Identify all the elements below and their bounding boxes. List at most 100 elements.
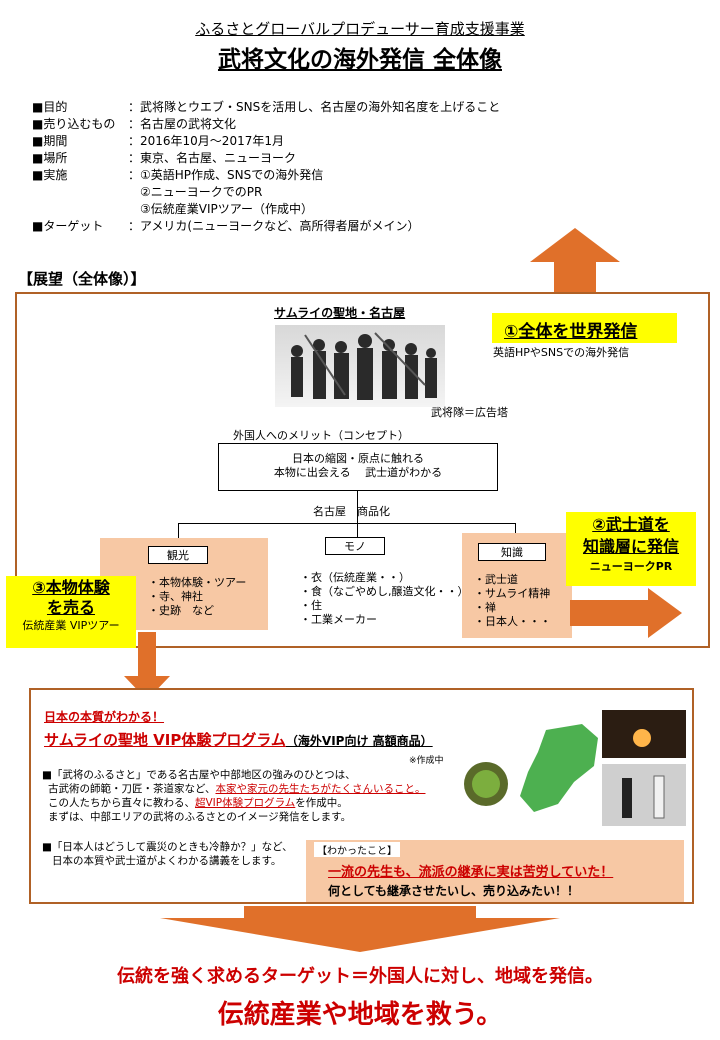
highlight-text: 超VIP体験プログラム: [195, 797, 296, 809]
info-row: ■目的 ：武将隊とウエブ・SNSを活用し、名古屋の海外知名度を上げること: [32, 99, 500, 116]
callout-title: を売る: [46, 598, 95, 617]
info-row: ②ニューヨークでのPR: [32, 184, 500, 201]
info-value: ：①英語HP作成、SNSでの海外発信: [128, 168, 324, 182]
info-value: ②ニューヨークでのPR: [128, 185, 263, 199]
page-subtitle: ふるさとグローバルプロデューサー育成支援事業: [195, 20, 525, 38]
conclusion-line-2: 伝統産業や地域を救う。: [217, 1000, 503, 1030]
info-row: ■売り込むもの ：名古屋の武将文化: [32, 116, 500, 133]
samurai-silhouette-icon: [291, 332, 437, 400]
up-arrow-icon: [530, 228, 620, 294]
callout-global-broadcast: ①全体を世界発信: [492, 313, 677, 343]
info-key: ■期間: [32, 134, 68, 148]
callout-title: ②武士道を: [592, 515, 670, 534]
info-value: ：2016年10月～2017年1月: [128, 134, 284, 148]
concept-box: 日本の縮図・原点に触れる 本物に出会える 武士道がわかる: [218, 443, 498, 491]
program-title: サムライの聖地 VIP体験プログラム（海外VIP向け 高額商品）: [44, 729, 433, 750]
paragraph-line: まずは、中部エリアの武将のふるさとのイメージ発信をします。: [48, 811, 352, 823]
callout-subtext: ニューヨークPR: [589, 560, 673, 573]
info-row: ■実施 ：①英語HP作成、SNSでの海外発信: [32, 167, 500, 184]
callout-bushido: ②武士道を 知識層に発信 ニューヨークPR: [566, 512, 696, 586]
list-item: ・本物体験・ツアー: [148, 576, 247, 589]
paragraph-text: この人たちから直々に教わる、: [48, 797, 195, 809]
vision-heading: 【展望（全体像）】: [18, 270, 146, 288]
info-value: ③伝統産業VIPツアー（作成中）: [128, 202, 314, 216]
connector-line: [515, 523, 516, 541]
info-key: ■売り込むもの: [32, 117, 116, 131]
category-list: ・本物体験・ツアー ・寺、神社 ・史跡 など: [148, 576, 246, 618]
paragraph-line: ■「日本人はどうして震災のときも冷静か？」など、: [42, 841, 293, 853]
category-list: ・武士道 ・サムライ精神 ・禅 ・日本人・・・: [474, 573, 551, 629]
info-row: ■ターゲット ：アメリカ(ニューヨークなど、高所得者層がメイン）: [32, 218, 500, 235]
callout-title: ①全体を世界発信: [504, 322, 638, 342]
page-title: 武将文化の海外発信 全体像: [217, 47, 502, 73]
callout-subtext: 伝統産業 VIPツアー: [22, 619, 120, 632]
info-row: ③伝統産業VIPツアー（作成中）: [32, 201, 500, 218]
callout-title: 知識層に発信: [582, 537, 679, 556]
findings-label: 【わかったこと】: [314, 842, 400, 857]
info-key: ■実施: [32, 168, 68, 182]
info-value: ：東京、名古屋、ニューヨーク: [128, 151, 297, 165]
list-item: ・衣（伝統産業・・）: [300, 571, 410, 584]
info-key: ■ターゲット: [32, 219, 104, 233]
info-row: ■場所 ：東京、名古屋、ニューヨーク: [32, 150, 500, 167]
ad-tower-label: 武将隊＝広告塔: [431, 406, 508, 419]
program-title-text: サムライの聖地 VIP体験プログラム: [44, 731, 286, 749]
category-label: 観光: [148, 546, 208, 564]
connector-line: [178, 523, 515, 524]
experience-photos: [464, 710, 686, 826]
right-arrow-icon: [570, 588, 682, 638]
info-key: ■場所: [32, 151, 68, 165]
holy-land-heading: サムライの聖地・名古屋: [274, 306, 406, 320]
program-paragraph-1: ■「武将のふるさと」である名古屋や中部地区の強みのひとつは、 古武術の師範・刀匠…: [42, 768, 425, 824]
connector-line: [357, 491, 358, 523]
list-item: ・禅: [474, 601, 496, 614]
info-key: [32, 201, 128, 218]
category-label: 知識: [478, 543, 546, 561]
concept-line: 日本の縮図・原点に触れる: [292, 452, 424, 465]
conclusion-line-1: 伝統を強く求めるターゲット＝外国人に対し、地域を発信。: [117, 966, 603, 987]
chubu-map-icon: [520, 724, 598, 812]
info-value: ：武将隊とウエブ・SNSを活用し、名古屋の海外知名度を上げること: [128, 100, 501, 114]
category-label: モノ: [325, 537, 385, 555]
category-list: ・衣（伝統産業・・） ・食（なごやめし,醸造文化・・） ・住 ・工業メーカー: [300, 571, 469, 627]
info-key: ■目的: [32, 100, 68, 114]
in-progress-note: ※作成中: [409, 756, 444, 766]
program-tagline: 日本の本質がわかる！: [44, 710, 165, 724]
paragraph-text: 古武術の師範・刀匠・茶道家など、: [48, 783, 216, 795]
paragraph-line: ■「武将のふるさと」である名古屋や中部地区の強みのひとつは、: [42, 769, 356, 781]
list-item: ・住: [300, 599, 322, 612]
findings-text: 何としても継承させたいし、売り込みたい！！: [328, 884, 580, 898]
list-item: ・工業メーカー: [300, 613, 377, 626]
callout-real-experience: ③本物体験 を売る 伝統産業 VIPツアー: [6, 576, 136, 648]
info-key: [32, 184, 128, 201]
paragraph-line: 日本の本質や武士道がよくわかる講義をします。: [52, 855, 282, 867]
list-item: ・武士道: [474, 573, 518, 586]
martial-arts-photo: [602, 764, 686, 826]
connector-line: [178, 523, 179, 545]
findings-headline: 一流の先生も、流派の継承に実は苦労していた！: [328, 865, 614, 880]
merit-label: 外国人へのメリット（コンセプト）: [233, 429, 409, 442]
paragraph-line: 古武術の師範・刀匠・茶道家など、本家や家元の先生たちがたくさんいること。: [42, 782, 425, 796]
list-item: ・食（なごやめし,醸造文化・・）: [300, 585, 469, 598]
concept-line: 本物に出会える 武士道がわかる: [273, 466, 443, 479]
bottom-arrow-icon: [160, 906, 560, 952]
list-item: ・日本人・・・: [474, 615, 551, 628]
down-arrow-icon: [124, 632, 170, 700]
program-paragraph-2: ■「日本人はどうして震災のときも冷静か？」など、 日本の本質や武士道がよくわかる…: [42, 840, 293, 868]
highlight-text: 本家や家元の先生たちがたくさんいること。: [215, 783, 426, 795]
list-item: ・寺、神社: [148, 590, 203, 603]
info-row: ■期間 ：2016年10月～2017年1月: [32, 133, 500, 150]
info-value: ：アメリカ(ニューヨークなど、高所得者層がメイン）: [128, 219, 420, 233]
callout-title: ③本物体験: [32, 578, 110, 597]
samurai-group-photo: [275, 325, 445, 407]
callout-subtext: 英語HPやSNSでの海外発信: [493, 346, 630, 359]
paragraph-text: を作成中。: [295, 797, 348, 809]
list-item: ・サムライ精神: [474, 587, 551, 600]
connector-line: [357, 523, 358, 537]
commercialize-label: 名古屋 商品化: [313, 505, 390, 518]
info-value: ：名古屋の武将文化: [128, 117, 237, 131]
paragraph-line: この人たちから直々に教わる、超VIP体験プログラムを作成中。: [42, 796, 425, 810]
program-title-note: （海外VIP向け 高額商品）: [285, 734, 433, 748]
info-list: ■目的 ：武将隊とウエブ・SNSを活用し、名古屋の海外知名度を上げること ■売り込…: [32, 99, 500, 235]
list-item: ・史跡 など: [148, 604, 214, 617]
